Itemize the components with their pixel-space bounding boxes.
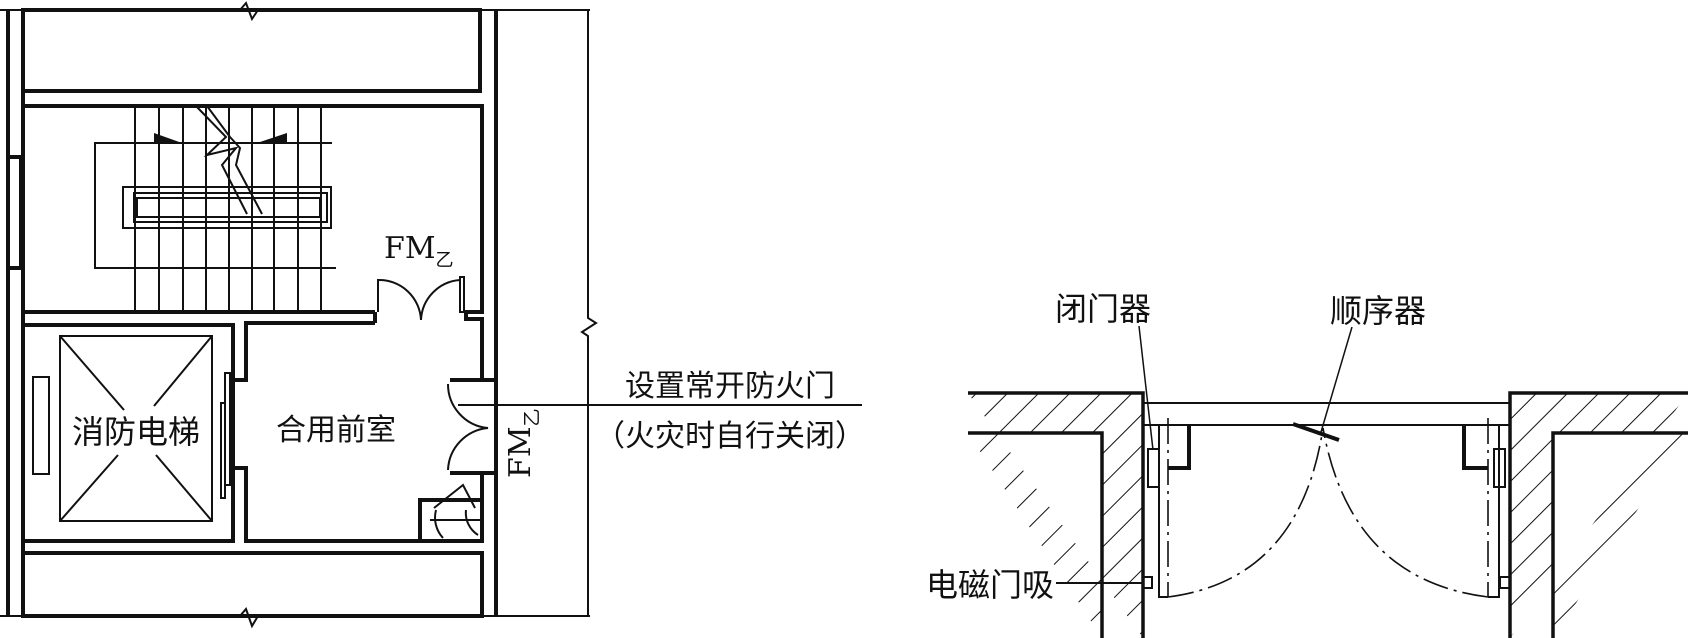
door-code-side: FM乙 (503, 408, 543, 478)
handrail-outer (122, 186, 332, 229)
door-detail: 闭门器 顺序器 电磁门吸 (926, 290, 1688, 638)
left-wall-hatched (968, 391, 1145, 638)
anteroom-label: 合用前室 (276, 413, 396, 448)
magnet-label: 电磁门吸 (926, 566, 1054, 604)
elevator-car-cross (59, 335, 213, 522)
top-room (21, 8, 482, 93)
anteroom-double-door (446, 383, 489, 471)
door-code-top: FM乙 (384, 231, 454, 271)
elevator-car (59, 335, 213, 522)
closer-label: 闭门器 (1055, 290, 1151, 328)
sequencer-leader (1320, 326, 1353, 433)
elevator-door-2 (220, 402, 226, 499)
right-magnet (1499, 576, 1511, 589)
door-leaf (459, 276, 465, 313)
stair-direction-line (94, 142, 336, 269)
stair-double-door (377, 278, 461, 321)
stair-room-wall (21, 104, 496, 382)
left-wall-inner (8, 10, 25, 616)
elevator-shaft (21, 323, 235, 543)
anteroom-wall (233, 321, 496, 543)
arrow-right-icon (154, 133, 182, 143)
floor-plan: FM乙 消防电梯 合用前室 FM乙 设置常开防火门 （火灾时自行关闭） (0, 1, 865, 629)
left-swing-arc (1167, 427, 1324, 598)
right-door-stop (1462, 425, 1488, 470)
stair-break-symbol (195, 105, 248, 215)
closer-leader (1138, 325, 1154, 451)
callout-line2: （火灾时自行关闭） (595, 419, 865, 454)
sequencer-bar (1292, 422, 1340, 442)
left-door-leaf (1158, 425, 1168, 598)
handrail-mid (133, 192, 328, 223)
right-door-leaf (1488, 425, 1500, 598)
handrail-inner (136, 197, 321, 218)
elevator-label: 消防电梯 (72, 413, 200, 451)
right-wall-hatched (1508, 391, 1688, 638)
anteroom-door-jambs (450, 378, 482, 475)
arrow-left-icon (257, 133, 287, 143)
right-break-line (580, 10, 598, 616)
sequencer-label: 顺序器 (1330, 292, 1426, 330)
callout-line1: 设置常开防火门 (625, 369, 835, 404)
bottom-room (21, 551, 484, 618)
left-door-closer (1147, 448, 1160, 488)
shaft-arrow (430, 483, 483, 542)
right-door-closer (1493, 448, 1506, 488)
counterweight (32, 376, 50, 475)
left-door-stop (1168, 425, 1191, 470)
stair-break-symbol-2 (229, 136, 263, 215)
right-swing-arc (1322, 427, 1489, 598)
